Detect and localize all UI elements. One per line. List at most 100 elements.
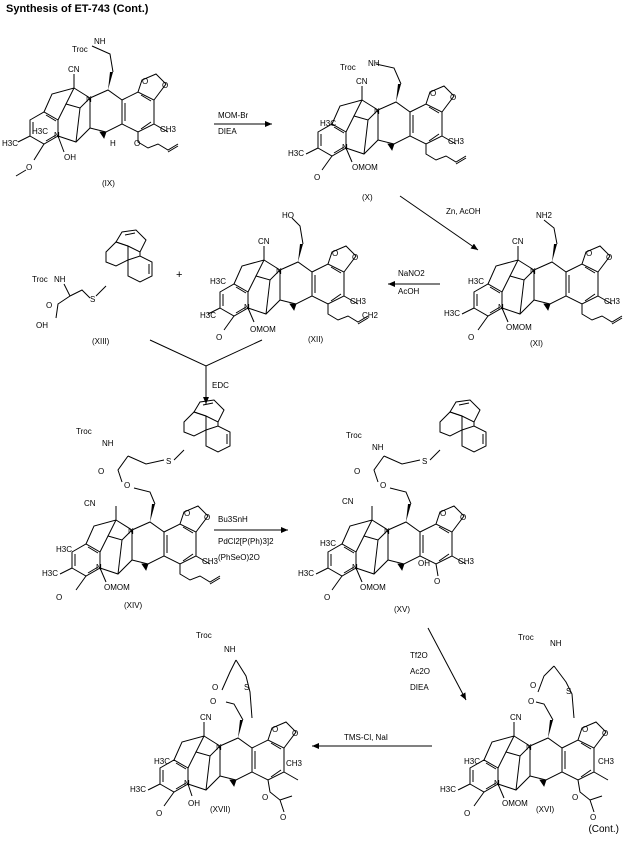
continued-note: (Cont.) [588,824,619,835]
nh2-label: NH2 [536,211,553,220]
nh-label: NH [368,59,380,68]
h3c-label: H3C [210,277,226,286]
omom-label: OMOM [352,163,378,172]
compound-label-xi: (XI) [530,339,543,348]
omom-label: OMOM [104,583,130,592]
reagent-step5-line1: Bu3SnH [218,515,248,524]
o-label: O [440,509,446,518]
ch3-label: CH3 [286,759,303,768]
h3c-label: H3C [200,311,216,320]
n-label: N [374,107,380,116]
cn-label: CN [342,497,354,506]
o-label: O [216,333,222,342]
o-label: O [324,593,330,602]
cn-label: CN [258,237,270,246]
troc-label: Troc [196,631,212,640]
o-label: O [528,697,534,706]
o-label: O [460,513,466,522]
reagent-step1-line2: DIEA [218,127,237,136]
compound-xv: O O Troc NH S CN N N O O CH3 OH O H3C OM… [298,399,487,602]
arrow-step6 [427,627,467,701]
o-label: O [530,681,536,690]
cn-label: CN [200,713,212,722]
compound-xiii: Troc NH OH O S [32,229,153,330]
cn-label: CN [510,713,522,722]
omom-label: OMOM [502,799,528,808]
h3c-label: H3C [468,277,484,286]
s-label: S [566,687,571,696]
reagent-step6-line1: Tf2O [410,651,428,660]
oh-label: OH [188,799,200,808]
h3c-label: H3C [42,569,58,578]
compound-label-xiii: (XIII) [92,337,110,346]
compound-label-xvii: (XVII) [210,805,231,814]
h3c-label: H3C [32,127,48,136]
ch3-label: CH3 [160,125,177,134]
ch3-label: CH3 [350,297,367,306]
n-label: N [494,779,500,788]
n-label: N [276,267,282,276]
n-label: N [498,303,504,312]
reagent-step6-line2: Ac2O [410,667,430,676]
compound-xvii: O O Troc NH S CN N N O O CH3 O O H3C OH … [130,631,303,822]
o-label: O [156,809,162,818]
o-label: O [586,249,592,258]
n-label: N [86,95,92,104]
compound-ix: Troc NH CN N N O O CH3 O H3C OH O H3C H [2,37,179,177]
nh-label: NH [54,275,66,284]
cn-label: CN [356,77,368,86]
compound-xiv: O O Troc NH S CN N N O O CH3 H3C OMOM O … [42,399,231,602]
o-label: O [46,301,52,310]
compound-label-xv: (XV) [394,605,410,614]
o-label: O [262,793,268,802]
o-label: O [184,509,190,518]
o-label: O [314,173,320,182]
troc-label: Troc [72,45,88,54]
h3c-label: H3C [154,757,170,766]
troc-label: Troc [76,427,92,436]
omom-label: OMOM [360,583,386,592]
n-label: N [54,131,60,140]
arrow-merge [149,339,263,367]
nh-label: NH [102,439,114,448]
compound-label-xii: (XII) [308,335,323,344]
n-label: N [96,563,102,572]
n-label: N [526,743,532,752]
o-label: O [272,725,278,734]
n-label: N [244,303,250,312]
compound-x: Troc NH CN N N O O CH3 H3C OMOM O H3C [288,59,467,182]
o-label: O [450,93,456,102]
reagent-step5-line2: PdCl2[P(Ph)3]2 [218,537,274,546]
cn-label: CN [512,237,524,246]
n-label: N [352,563,358,572]
o-label: O [430,89,436,98]
nh-label: NH [550,639,562,648]
o-label: O [468,333,474,342]
h3c-label: H3C [56,545,72,554]
oh-label: OH [418,559,430,568]
ch3-label: CH3 [458,557,475,566]
o-label: O [354,467,360,476]
o-label: O [582,725,588,734]
o-label: O [162,81,168,90]
troc-label: Troc [346,431,362,440]
compound-xvi: O O Troc NH S CN N N O O CH3 O O H3C OMO… [440,633,615,822]
troc-label: Troc [340,63,356,72]
compound-xii: HO CN N N O O CH3 CH2 H3C OMOM O H3C [200,211,379,342]
o-label: O [134,139,140,148]
h3c-label: H3C [288,149,304,158]
o-label: O [124,481,130,490]
reagent-step5-line3: (PhSeO)2O [218,553,260,562]
reagent-step4: EDC [212,381,229,390]
h3c-label: H3C [464,757,480,766]
o-label: O [280,813,286,822]
o-label: O [212,683,218,692]
reagent-step2: Zn, AcOH [446,207,481,216]
omom-label: OMOM [506,323,532,332]
o-label: O [606,253,612,262]
n-label: N [342,143,348,152]
compound-label-x: (X) [362,193,373,202]
h3c-label: H3C [2,139,18,148]
o-label: O [98,467,104,476]
